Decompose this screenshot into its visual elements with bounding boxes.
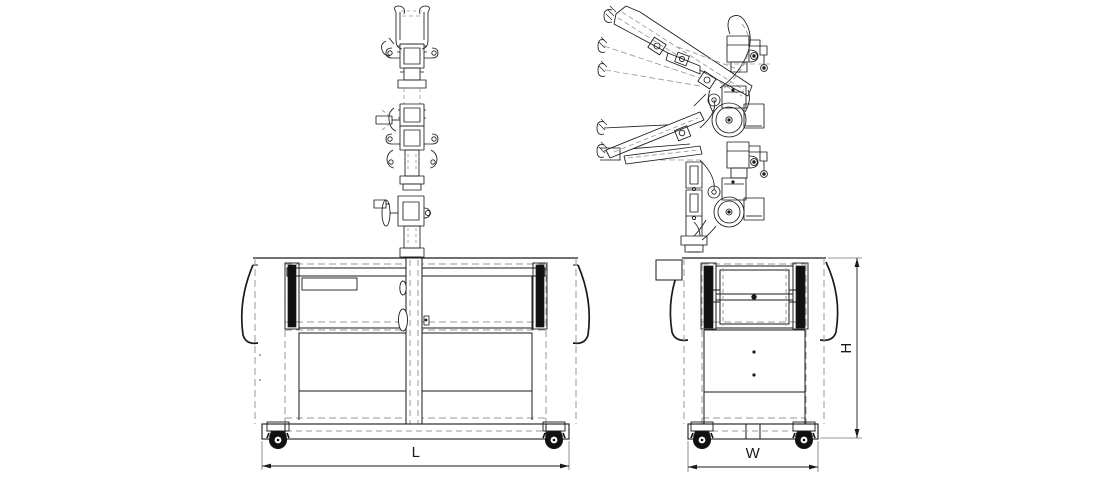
dimension-label-width: W <box>746 445 761 462</box>
dimension-label-height: H <box>838 342 855 353</box>
dimension-width: W <box>687 441 819 472</box>
side-rail-strip-right <box>535 264 545 328</box>
upper-drawer-panel-left <box>298 332 412 392</box>
dimension-label-length: L <box>412 444 421 461</box>
label-plate <box>301 277 358 291</box>
corner-bumper-left <box>240 264 259 345</box>
cabinet-body-side <box>655 257 839 450</box>
cabinet-body-front <box>240 257 591 450</box>
side-rail-strip-side-right <box>795 265 806 329</box>
side-view: W H <box>596 5 862 472</box>
corner-bumper-side-left <box>669 261 689 342</box>
interior-frame <box>711 265 798 329</box>
side-rail-strip-left <box>287 264 297 328</box>
dimension-length: L <box>261 441 570 470</box>
dimension-height: H <box>820 257 862 439</box>
upper-drawer-panel-right <box>420 332 533 392</box>
side-rail-strip-side-left <box>703 265 714 329</box>
articulated-arm-assembly-side <box>596 5 770 253</box>
center-column-front <box>405 257 423 425</box>
base-rail-front <box>261 423 570 440</box>
front-view: L <box>240 5 591 470</box>
latch-dot-upper <box>752 350 756 354</box>
corner-bumper-right <box>572 264 591 345</box>
side-tab <box>655 259 683 281</box>
hidden-edges-side <box>701 263 807 424</box>
articulated-arm-assembly-front <box>373 5 439 258</box>
latch-dot-lower <box>752 373 756 377</box>
corner-bumper-side-right <box>819 261 839 342</box>
